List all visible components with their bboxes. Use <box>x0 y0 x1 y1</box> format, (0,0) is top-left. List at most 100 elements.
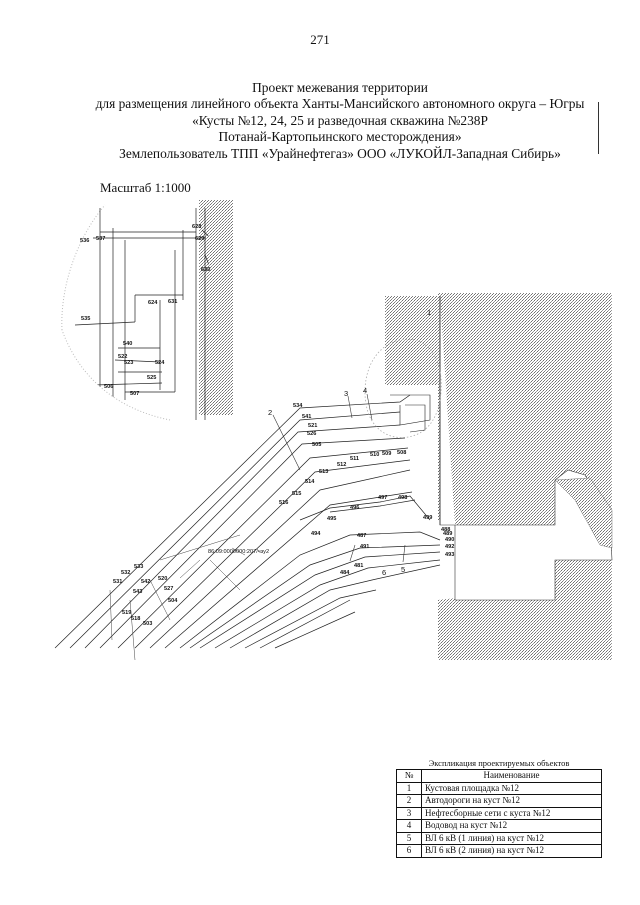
point-label: 514 <box>305 479 315 485</box>
point-label: 520 <box>158 576 167 582</box>
inset-point-label: 523 <box>124 360 133 366</box>
point-label: 531 <box>113 579 122 585</box>
point-label: 490 <box>445 537 454 543</box>
point-label: 519 <box>122 610 131 616</box>
point-label: 496 <box>350 505 359 511</box>
title-line-3: «Кусты №12, 24, 25 и разведочная скважин… <box>192 112 488 128</box>
point-label: 503 <box>143 621 152 627</box>
legend-row-name: Кустовая площадка №12 <box>421 781 602 795</box>
inset-dotted-boundary <box>61 204 171 421</box>
point-label: 505 <box>312 442 321 448</box>
inset-point-label: 535 <box>81 316 90 322</box>
legend-row-name: Нефтесборные сети с куста №12 <box>421 806 602 820</box>
point-label: 541 <box>302 414 311 420</box>
main-map: 1 2 3 4 5 6 86:09:0000000:207/чзу2 534 5… <box>54 293 613 661</box>
title-line-2: для размещения линейного объекта Ханты-М… <box>95 96 585 112</box>
dotted-detail-circle <box>364 338 442 438</box>
point-label: 526 <box>307 431 316 437</box>
inset-point-label: 522 <box>118 354 127 360</box>
legend-row-num: 3 <box>396 806 422 820</box>
point-label: 497 <box>378 495 387 501</box>
inset-point-label: 536 <box>80 238 89 244</box>
legend-row-name: Водовод на куст №12 <box>421 819 602 833</box>
point-label: 533 <box>134 564 143 570</box>
point-label: 504 <box>168 598 178 604</box>
legend-row-num: 4 <box>396 819 422 833</box>
cadastral-number: 86:09:0000000:207/чзу2 <box>208 549 269 555</box>
point-label: 532 <box>121 570 130 576</box>
inset-point-label: 628 <box>192 224 201 230</box>
inset-point-label: 630 <box>201 267 210 273</box>
title-line-1: Проект межевания территории <box>252 80 428 95</box>
point-label: 495 <box>327 516 336 522</box>
legend-row-name: ВЛ 6 кВ (2 линия) на куст №12 <box>421 844 602 858</box>
legend-explication: Экспликация проектируемых объектов № Наи… <box>396 758 602 858</box>
point-label: 493 <box>445 552 454 558</box>
object-label: 6 <box>382 568 386 577</box>
object-label: 4 <box>363 386 367 395</box>
point-label: 508 <box>397 450 406 456</box>
point-label: 513 <box>319 469 328 475</box>
legend-row: 3 Нефтесборные сети с куста №12 <box>396 806 602 820</box>
legend-row-num: 5 <box>396 831 422 845</box>
point-label: 510 <box>370 452 379 458</box>
point-label: 534 <box>293 403 303 409</box>
legend-header-name: Наименование <box>421 769 602 783</box>
inset-point-label: 631 <box>168 299 177 305</box>
point-label: 527 <box>164 586 173 592</box>
point-label: 542 <box>141 579 150 585</box>
title-line-5: Землепользователь ТПП «Урайнефтегаз» ООО… <box>119 145 561 161</box>
point-label: 518 <box>131 616 140 622</box>
point-label: 509 <box>382 451 391 457</box>
legend-header-row: № Наименование <box>396 769 602 783</box>
legend-row: 5 ВЛ 6 кВ (1 линия) на куст №12 <box>396 831 602 845</box>
point-label: 487 <box>357 533 366 539</box>
legend-row: 2 Автодороги на куст №12 <box>396 794 602 808</box>
title-margin-rule <box>598 102 599 154</box>
inset-point-label: 629 <box>195 236 204 242</box>
object-label: 3 <box>344 389 348 398</box>
legend-table: № Наименование 1 Кустовая площадка №12 2… <box>396 769 602 858</box>
legend-row-num: 2 <box>396 794 422 808</box>
point-label: 515 <box>292 491 301 497</box>
point-label: 492 <box>445 544 454 550</box>
point-label: 499 <box>423 515 432 521</box>
point-label: 494 <box>311 531 321 537</box>
legend-row: 4 Водовод на куст №12 <box>396 819 602 833</box>
point-label: 481 <box>354 563 363 569</box>
point-label: 489 <box>443 531 452 537</box>
inset-point-label: 525 <box>147 375 156 381</box>
point-label: 521 <box>308 423 317 429</box>
legend-row-name: ВЛ 6 кВ (1 линия) на куст №12 <box>421 831 602 845</box>
legend-row: 6 ВЛ 6 кВ (2 линия) на куст №12 <box>396 844 602 858</box>
object-label: 5 <box>401 565 405 574</box>
object-label: 1 <box>427 308 431 317</box>
point-label: 543 <box>133 589 142 595</box>
point-label: 491 <box>360 544 369 550</box>
legend-row: 1 Кустовая площадка №12 <box>396 781 602 795</box>
point-label: 498 <box>398 495 407 501</box>
document-title: Проект межевания территории для размещен… <box>40 80 640 162</box>
corridor-lines <box>54 394 441 649</box>
scale-label: Масштаб 1:1000 <box>100 180 191 195</box>
point-label: 516 <box>279 500 288 506</box>
object-label: 2 <box>268 408 272 417</box>
inset-point-label: 524 <box>155 360 165 366</box>
legend-row-num: 6 <box>396 844 422 858</box>
legend-row-name: Автодороги на куст №12 <box>421 794 602 808</box>
inset-point-label: 624 <box>148 300 158 306</box>
inset-point-label: 537 <box>96 236 105 242</box>
legend-header-num: № <box>396 769 422 783</box>
legend-caption: Экспликация проектируемых объектов <box>428 758 570 768</box>
inset-detail-map: 536 537 628 629 630 624 631 535 540 522 … <box>61 200 233 421</box>
title-line-4: Потанай-Картопьинского месторождения» <box>218 129 462 145</box>
point-label: 488 <box>441 527 450 533</box>
inset-point-label: 507 <box>130 391 139 397</box>
inset-point-label: 506 <box>104 384 113 390</box>
point-label: 511 <box>350 456 359 462</box>
point-label: 512 <box>337 462 346 468</box>
inset-point-label: 540 <box>123 341 132 347</box>
page-number: 271 <box>310 32 330 47</box>
point-label: 484 <box>340 570 350 576</box>
